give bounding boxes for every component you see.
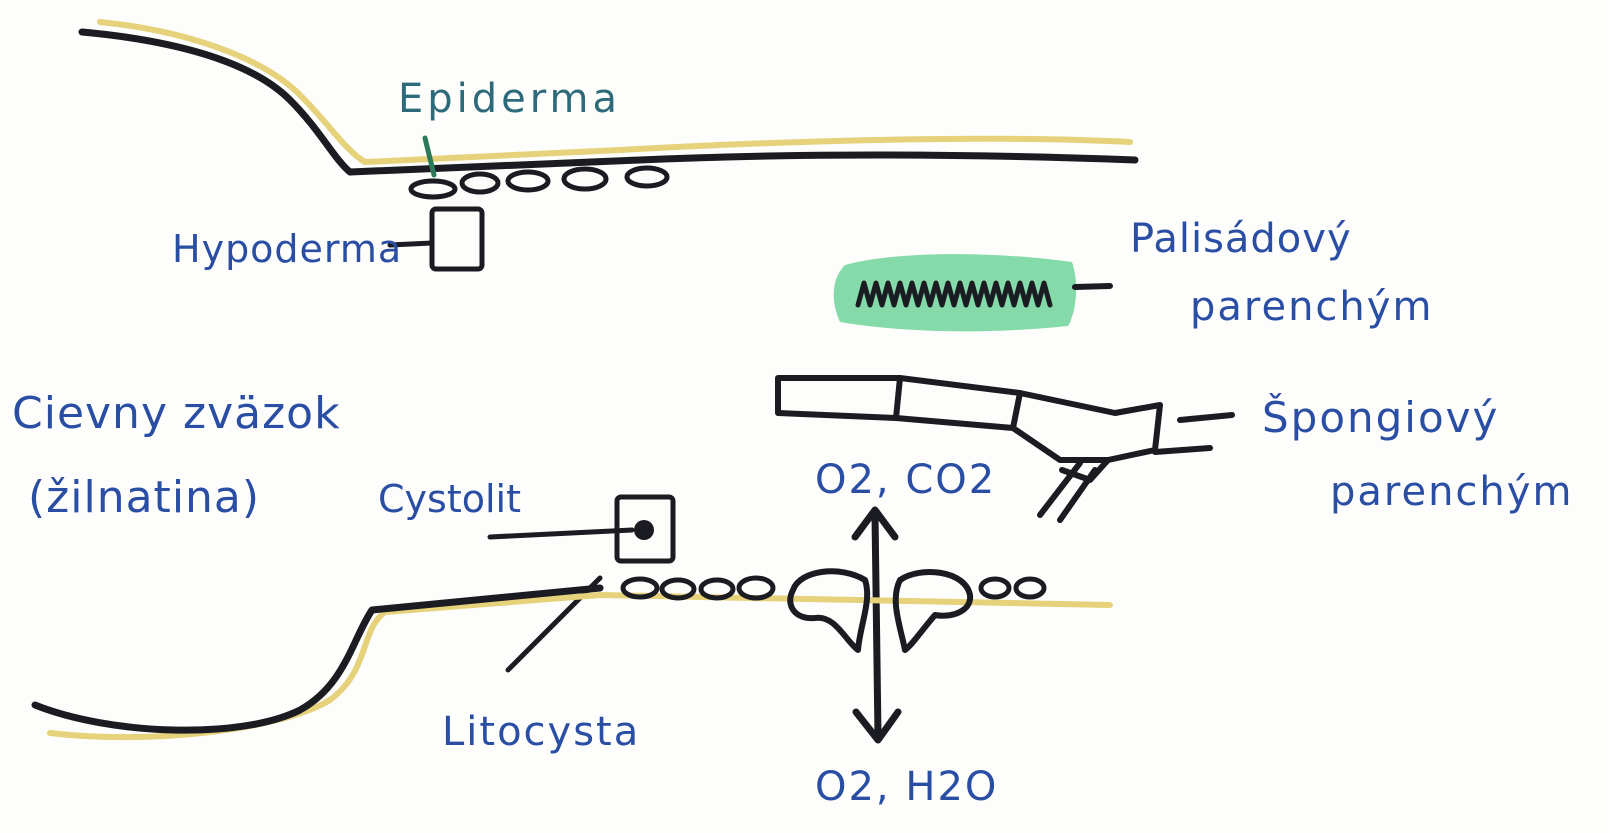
hypoderma-cell xyxy=(390,209,482,269)
epiderma-label: Epiderma xyxy=(398,76,621,122)
spongiovy-label-line1: Špongiový xyxy=(1262,392,1499,442)
cievny-zvazok-label-line2: (žilnatina) xyxy=(28,472,260,523)
upper-epidermis-cells xyxy=(411,168,667,197)
stoma-guard-cells xyxy=(790,571,970,650)
gas-top-label: O2, CO2 xyxy=(815,457,996,503)
spongiovy-label-line2: parenchým xyxy=(1330,469,1573,515)
cystolit-label: Cystolit xyxy=(378,477,521,521)
palisadovy-label-line1: Palisádový xyxy=(1130,216,1352,262)
gas-bottom-label: O2, H2O xyxy=(815,764,998,810)
palisadovy-label-line2: parenchým xyxy=(1190,284,1433,330)
palisade-parenchyma xyxy=(834,254,1110,331)
lower-epidermis-cells xyxy=(623,578,1044,598)
litocysta-label: Litocysta xyxy=(442,709,640,755)
cievny-zvazok-label-line1: Cievny zväzok xyxy=(12,388,341,439)
hypoderma-label: Hypoderma xyxy=(172,227,402,271)
